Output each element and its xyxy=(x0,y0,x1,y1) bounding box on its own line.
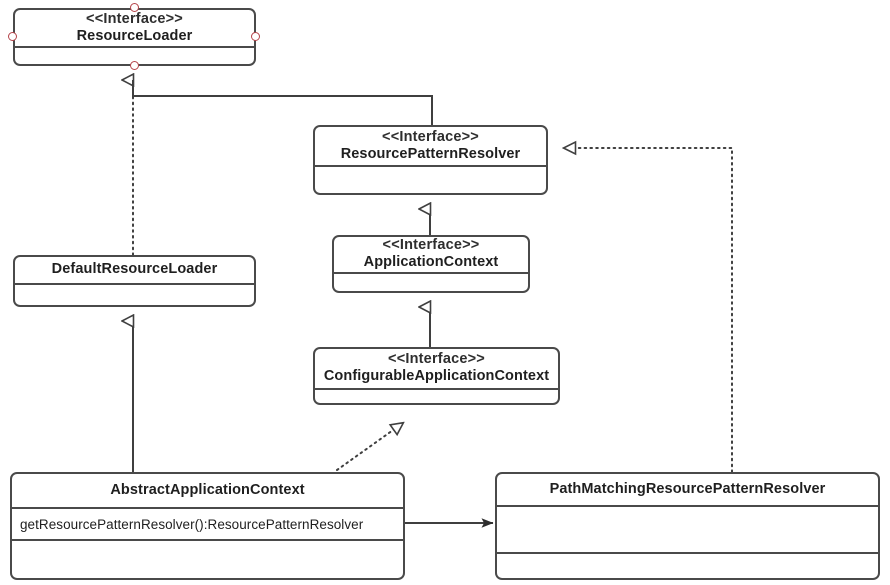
members-compartment xyxy=(315,388,558,403)
members-compartment xyxy=(315,165,546,193)
uml-class-configurable-application-context[interactable]: <<Interface>> ConfigurableApplicationCon… xyxy=(313,347,560,405)
class-name: ConfigurableApplicationContext xyxy=(323,368,550,384)
class-member: getResourcePatternResolver():ResourcePat… xyxy=(20,516,364,532)
stereotype-label: <<Interface>> xyxy=(382,237,480,254)
members-compartment xyxy=(334,272,528,291)
class-header: DefaultResourceLoader xyxy=(15,257,254,283)
members-compartment xyxy=(15,46,254,64)
uml-class-resource-loader[interactable]: <<Interface>> ResourceLoader xyxy=(13,8,256,66)
stereotype-label: <<Interface>> xyxy=(382,128,479,145)
edge-abstract-application-context-realizes-configurable-application-context xyxy=(336,423,403,471)
stereotype-label: <<Interface>> xyxy=(388,351,485,368)
stereotype-label: <<Interface>> xyxy=(86,10,183,27)
members-compartment xyxy=(15,283,254,305)
class-header: AbstractApplicationContext xyxy=(12,474,403,507)
class-header: <<Interface>> ApplicationContext xyxy=(334,237,528,272)
class-name: DefaultResourceLoader xyxy=(51,261,218,278)
members-compartment xyxy=(12,539,403,578)
selection-handle-bottom[interactable] xyxy=(130,61,139,70)
uml-class-abstract-application-context[interactable]: AbstractApplicationContext getResourcePa… xyxy=(10,472,405,580)
edge-path-matching-realizes-resource-pattern-resolver xyxy=(564,148,733,473)
selection-handle-top[interactable] xyxy=(130,3,139,12)
class-header: <<Interface>> ResourcePatternResolver xyxy=(315,127,546,165)
members-compartment-secondary xyxy=(497,552,878,578)
class-name: AbstractApplicationContext xyxy=(110,481,305,498)
uml-class-default-resource-loader[interactable]: DefaultResourceLoader xyxy=(13,255,256,307)
class-name: PathMatchingResourcePatternResolver xyxy=(549,480,826,497)
class-name: ApplicationContext xyxy=(363,254,499,270)
class-header: <<Interface>> ConfigurableApplicationCon… xyxy=(315,349,558,388)
class-name: ResourceLoader xyxy=(76,27,193,44)
class-header: <<Interface>> ResourceLoader xyxy=(15,10,254,46)
uml-class-application-context[interactable]: <<Interface>> ApplicationContext xyxy=(332,235,530,293)
members-compartment xyxy=(497,505,878,552)
class-header: PathMatchingResourcePatternResolver xyxy=(497,474,878,505)
uml-class-resource-pattern-resolver[interactable]: <<Interface>> ResourcePatternResolver xyxy=(313,125,548,195)
class-name: ResourcePatternResolver xyxy=(340,145,521,162)
selection-handle-right[interactable] xyxy=(251,32,260,41)
uml-class-path-matching-resource-pattern-resolver[interactable]: PathMatchingResourcePatternResolver xyxy=(495,472,880,580)
selection-handle-left[interactable] xyxy=(8,32,17,41)
edge-resource-pattern-resolver-extends-resource-loader xyxy=(132,80,433,125)
methods-compartment: getResourcePatternResolver():ResourcePat… xyxy=(12,507,403,539)
